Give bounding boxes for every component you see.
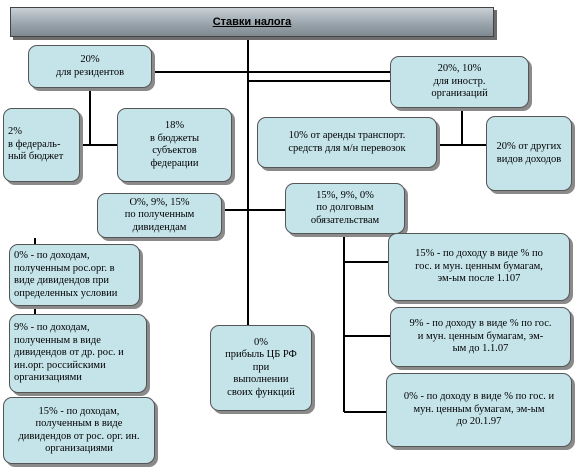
debt-15-node: 15% - по доходу в виде % по гос. и мун. … xyxy=(388,233,570,301)
dividends-0-node: 0% - по доходам, полученным рос.орг. в в… xyxy=(9,244,140,306)
title-text: Ставки налога xyxy=(212,16,292,28)
debt-9-node: 9% - по доходу в виде % по гос. и мун. ц… xyxy=(390,307,571,367)
foreign-orgs-node: 20%, 10% для иностр. организаций xyxy=(390,56,529,108)
debt-obligations-node: 15%, 9%, 0% по долговым обязательствам xyxy=(285,183,405,234)
dividends-node: О%, 9%, 15% по полученным дивидендам xyxy=(97,193,222,238)
dividends-15-node: 15% - по доходам, полученным в виде диви… xyxy=(3,397,155,464)
regional-budgets-node: 18% в бюджеты субъектов федерации xyxy=(117,108,232,182)
other-income-node: 20% от других видов доходов xyxy=(486,116,572,191)
federal-budget-node: 2% в федераль- ный бюджет xyxy=(3,108,80,182)
tax-rates-title: Ставки налога xyxy=(10,7,494,37)
central-bank-node: 0% прибыль ЦБ РФ при выполнении своих фу… xyxy=(210,325,312,411)
debt-0-node: 0% - по доходу в виде % по гос. и мун. ц… xyxy=(386,373,572,447)
dividends-9-node: 9% - по доходам, полученным в виде дивид… xyxy=(9,314,147,393)
transport-rent-node: 10% от аренды транспорт. средств для м/н… xyxy=(257,117,437,168)
residents-node: 20% для резидентов xyxy=(28,45,152,88)
